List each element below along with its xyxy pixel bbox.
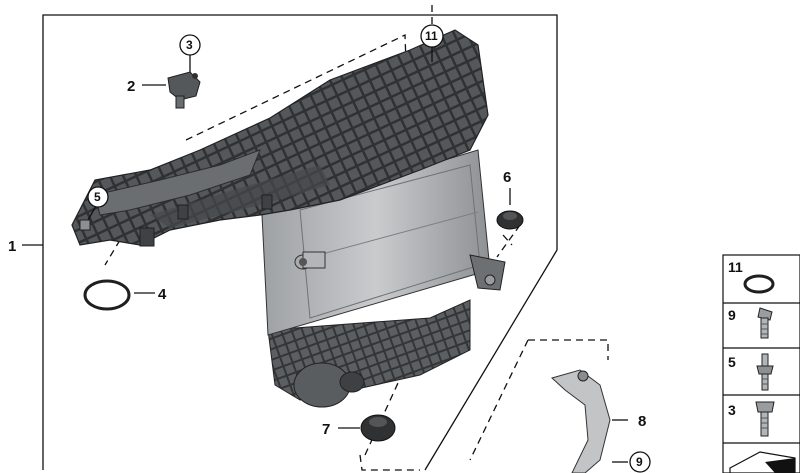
grommet-lower-part [338,414,396,442]
callout-2: 2 [127,78,135,95]
legend-row-arrow [729,451,796,473]
legend-row-9: 9 [728,307,773,339]
callout-4: 4 [158,286,167,303]
circled-callout-9: 9 [629,451,651,473]
grommet-part [496,188,524,230]
bracket-part [551,369,628,473]
svg-text:5: 5 [728,354,736,370]
circled-callouts: 3 5 11 9 [87,24,651,473]
legend-row-11: 11 [728,259,775,294]
callout-6: 6 [503,169,511,186]
svg-text:11: 11 [425,29,438,43]
circled-callout-11: 11 [420,24,444,48]
svg-text:11: 11 [728,259,743,275]
stud-bolt-icon [756,353,774,391]
callout-8: 8 [638,413,646,430]
assembly-frame [22,14,558,471]
circled-callout-3: 3 [179,34,201,56]
intercooler-assembly [71,29,506,408]
circled-callout-5: 5 [87,186,109,208]
o-ring-icon [743,274,775,294]
o-ring-part [83,279,155,311]
coolant-port-icon [294,251,326,270]
callout-7: 7 [322,421,330,438]
bolt-icon [757,307,773,339]
callout-1: 1 [8,238,16,255]
outlet-pipe-icon [293,362,365,408]
svg-text:9: 9 [636,455,643,469]
screw-icon [755,401,775,437]
parts-legend: 11 9 5 3 [722,254,800,473]
legend-row-3: 3 [728,401,775,437]
callout-labels: 1 2 4 6 7 8 [8,78,646,438]
svg-text:3: 3 [728,402,736,418]
svg-text:5: 5 [94,190,101,204]
legend-row-5: 5 [728,353,774,391]
svg-text:3: 3 [186,38,193,52]
pressure-sensor-part [142,71,201,109]
svg-text:9: 9 [728,307,736,323]
stud-bolt-part [79,205,97,231]
